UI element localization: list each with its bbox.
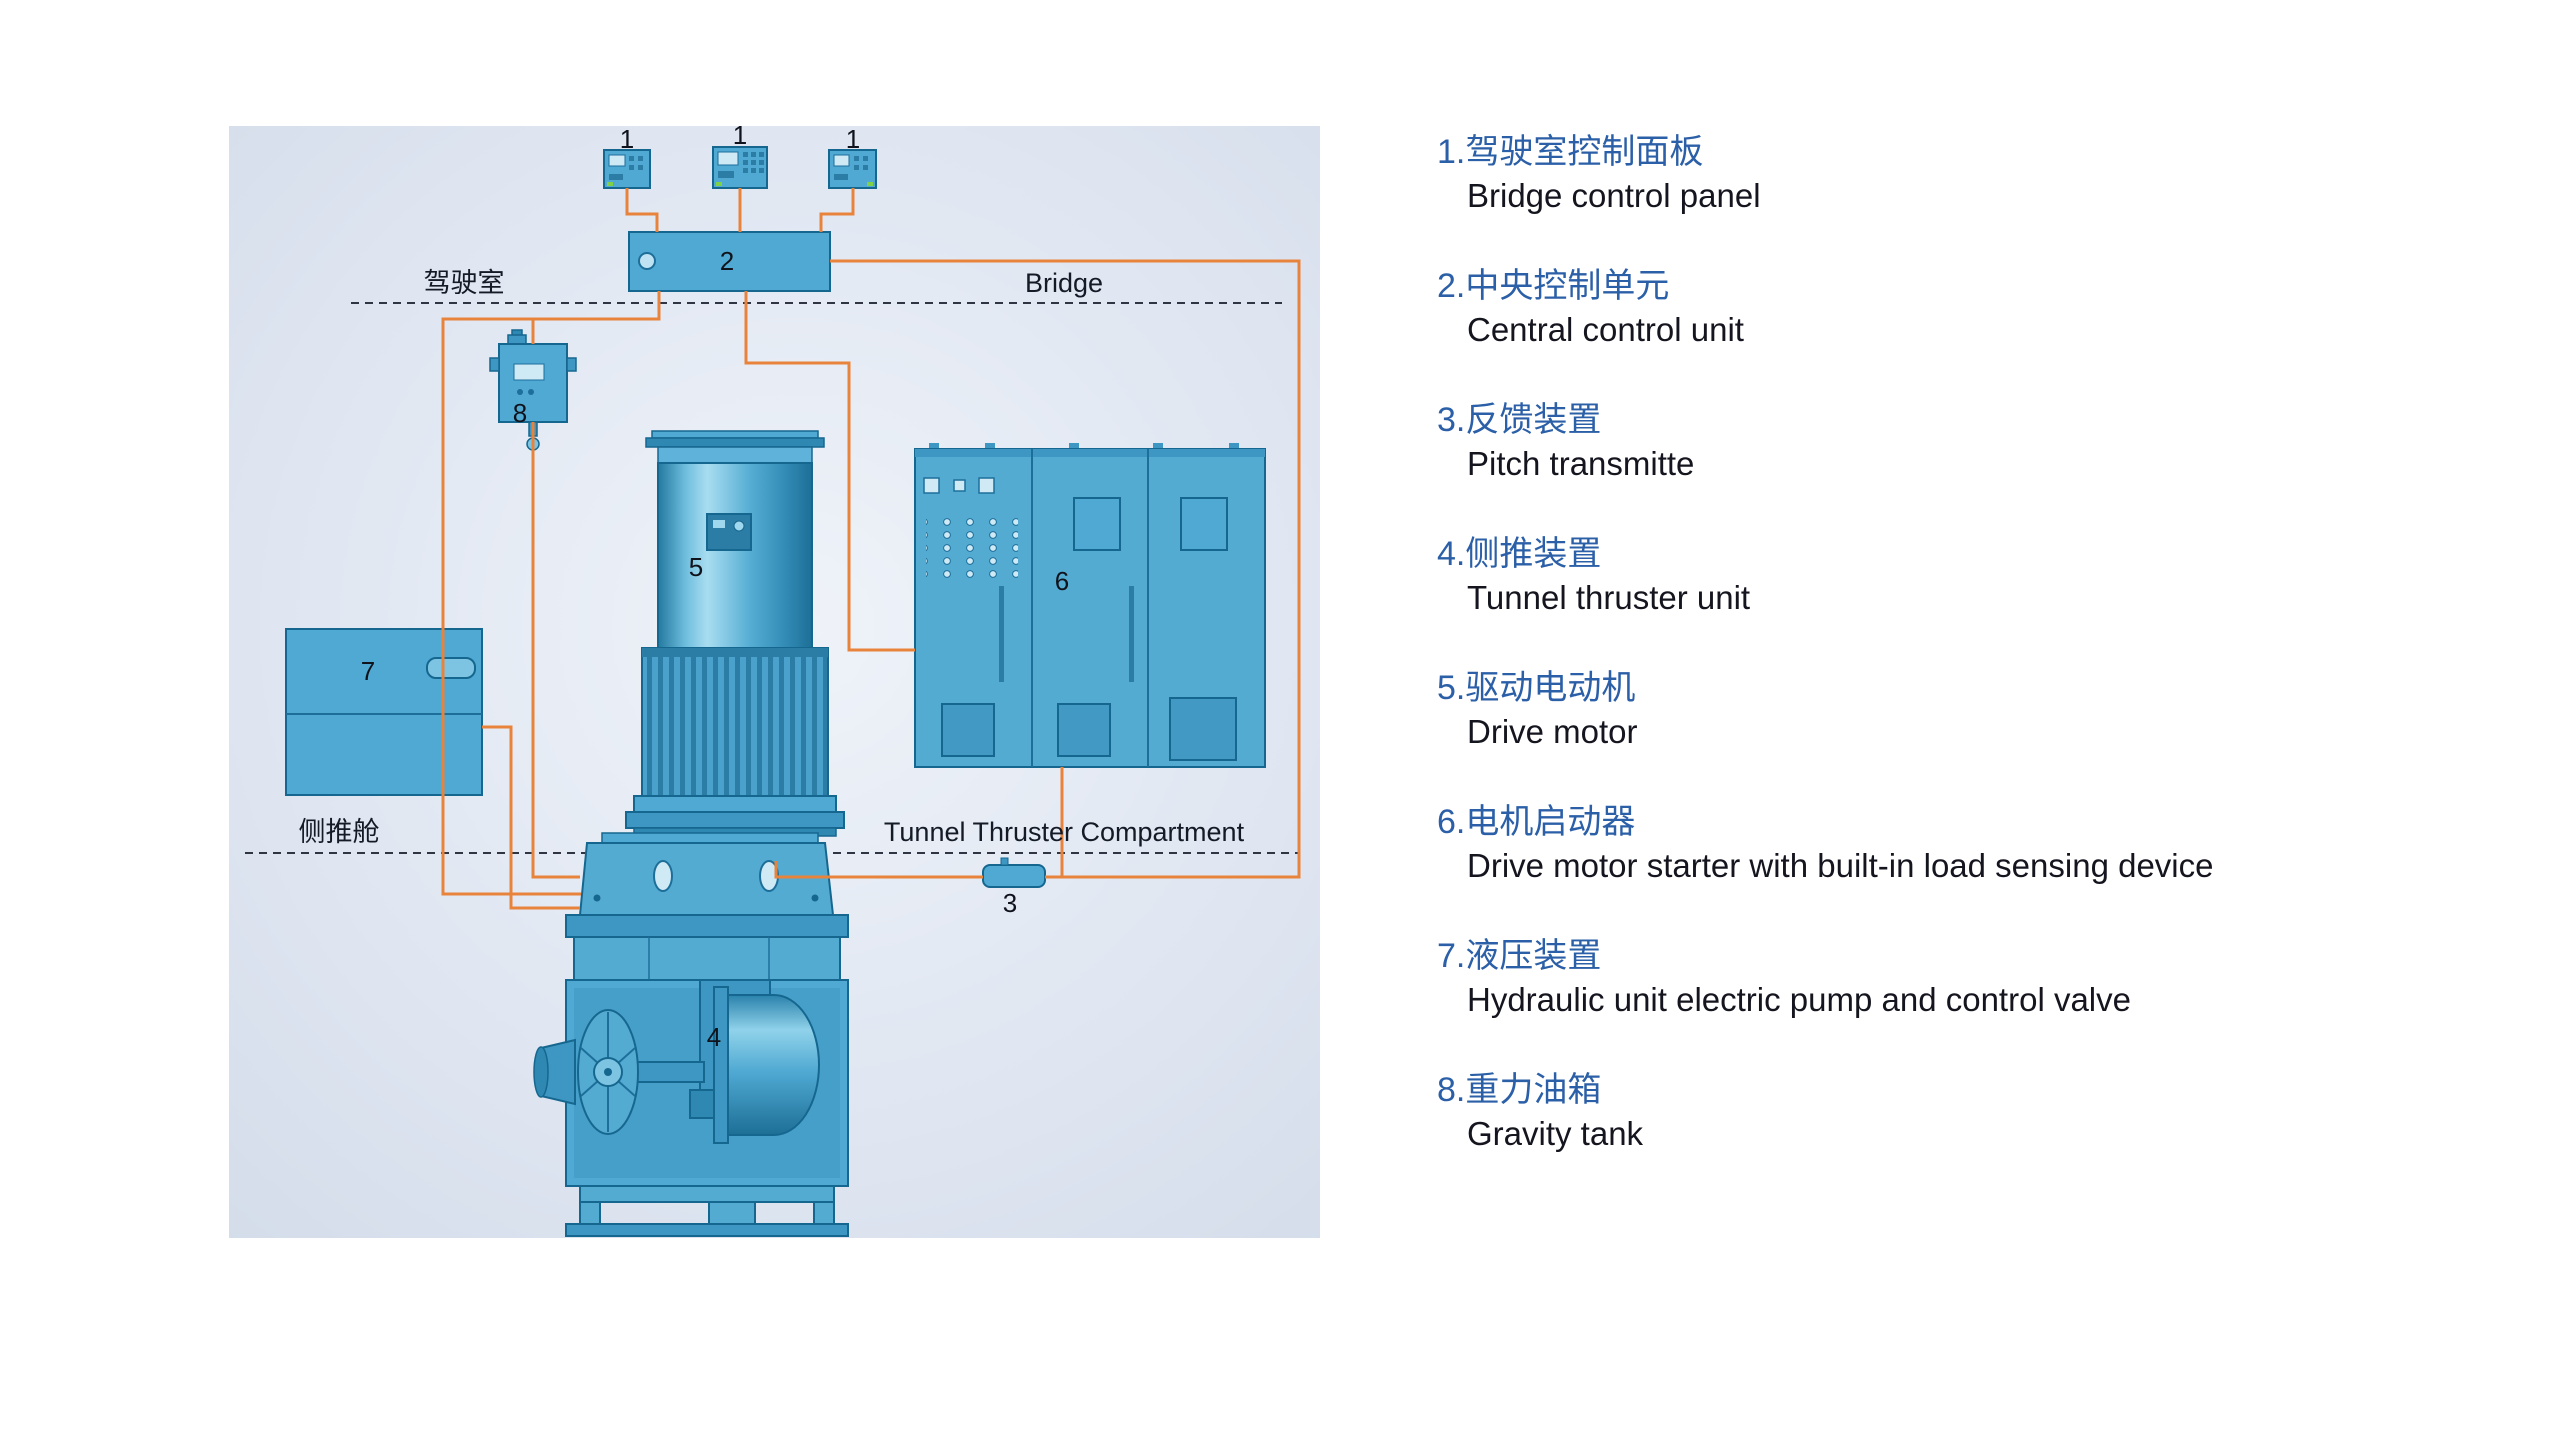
marker-thruster: 4 xyxy=(706,1022,722,1052)
legend-item-zh: 4.侧推装置 xyxy=(1437,535,1602,573)
legend-item-zh: 5.驱动电动机 xyxy=(1437,669,1636,707)
legend-item-8: 8.重力油箱 Gravity tank xyxy=(1437,1068,2213,1156)
marker-ccu: 2 xyxy=(719,246,735,276)
legend-item-en: Hydraulic unit electric pump and control… xyxy=(1467,981,2131,1018)
legend-item-zh: 2.中央控制单元 xyxy=(1437,267,1670,305)
marker-hydraulic: 7 xyxy=(360,656,376,686)
marker-panel-1a: 1 xyxy=(619,124,635,154)
legend-item-3: 3.反馈装置 Pitch transmitte xyxy=(1437,398,2213,486)
legend-item-en: Drive motor xyxy=(1467,713,1638,750)
legend-item-number: 7. xyxy=(1437,937,1466,975)
legend-item-number: 8. xyxy=(1437,1071,1466,1109)
legend-item-en: Drive motor starter with built-in load s… xyxy=(1467,847,2214,884)
hydraulic-unit-illustration xyxy=(285,628,483,796)
pitch-transmitter-illustration xyxy=(982,857,1046,888)
tunnel-thruster-illustration xyxy=(533,832,849,1237)
legend: 1.驾驶室控制面板 Bridge control panel 2.中央控制单元 … xyxy=(1437,130,2213,1202)
legend-item-number: 3. xyxy=(1437,401,1466,439)
legend-item-zh: 8.重力油箱 xyxy=(1437,1071,1602,1109)
legend-item-en: Tunnel thruster unit xyxy=(1467,579,1751,616)
legend-item-number: 4. xyxy=(1437,535,1466,573)
legend-item-zh: 7.液压装置 xyxy=(1437,937,1602,975)
zone-label-bridge-en: Bridge xyxy=(1024,268,1104,298)
legend-item-zh: 1.驾驶室控制面板 xyxy=(1437,133,1704,171)
legend-item-number: 5. xyxy=(1437,669,1466,707)
drive-motor-illustration xyxy=(625,430,845,837)
legend-item-zh: 6.电机启动器 xyxy=(1437,803,1636,841)
legend-item-4: 4.侧推装置 Tunnel thruster unit xyxy=(1437,532,2213,620)
marker-pitch: 3 xyxy=(1002,888,1018,918)
signal-lines xyxy=(441,188,1301,910)
bridge-control-panel-3-illustration xyxy=(828,149,877,189)
marker-panel-1b: 1 xyxy=(732,120,748,150)
legend-item-7: 7.液压装置 Hydraulic unit electric pump and … xyxy=(1437,934,2213,1022)
diagram-panel: 1 1 1 2 8 5 6 7 3 4 驾驶室 Bridge 侧推舱 Tunne… xyxy=(229,120,1320,1238)
legend-item-zh: 3.反馈装置 xyxy=(1437,401,1602,439)
zone-label-bridge-zh: 驾驶室 xyxy=(423,268,505,298)
legend-item-en: Gravity tank xyxy=(1467,1115,1644,1152)
legend-item-2: 2.中央控制单元 Central control unit xyxy=(1437,264,2213,352)
legend-item-number: 6. xyxy=(1437,803,1466,841)
marker-motor: 5 xyxy=(688,552,704,582)
marker-panel-1c: 1 xyxy=(845,124,861,154)
central-control-unit-illustration xyxy=(628,231,831,292)
legend-item-en: Pitch transmitte xyxy=(1467,445,1695,482)
legend-item-number: 1. xyxy=(1437,133,1466,171)
legend-item-5: 5.驱动电动机 Drive motor xyxy=(1437,666,2213,754)
legend-item-en: Bridge control panel xyxy=(1467,177,1761,214)
legend-item-number: 2. xyxy=(1437,267,1466,305)
zone-label-compartment-zh: 侧推舱 xyxy=(298,817,380,847)
bridge-control-panel-2-illustration xyxy=(712,146,768,189)
legend-item-en: Central control unit xyxy=(1467,311,1744,348)
bridge-control-panel-1-illustration xyxy=(603,149,651,189)
legend-item-6: 6.电机启动器 Drive motor starter with built-i… xyxy=(1437,800,2213,888)
legend-item-1: 1.驾驶室控制面板 Bridge control panel xyxy=(1437,130,2213,218)
gravity-tank-illustration xyxy=(489,329,577,451)
zone-label-compartment-en: Tunnel Thruster Compartment xyxy=(883,817,1245,847)
system-diagram-svg xyxy=(245,146,1301,1237)
marker-tank: 8 xyxy=(512,398,528,428)
marker-starter: 6 xyxy=(1054,566,1070,596)
motor-starter-cabinet-illustration xyxy=(914,443,1266,768)
